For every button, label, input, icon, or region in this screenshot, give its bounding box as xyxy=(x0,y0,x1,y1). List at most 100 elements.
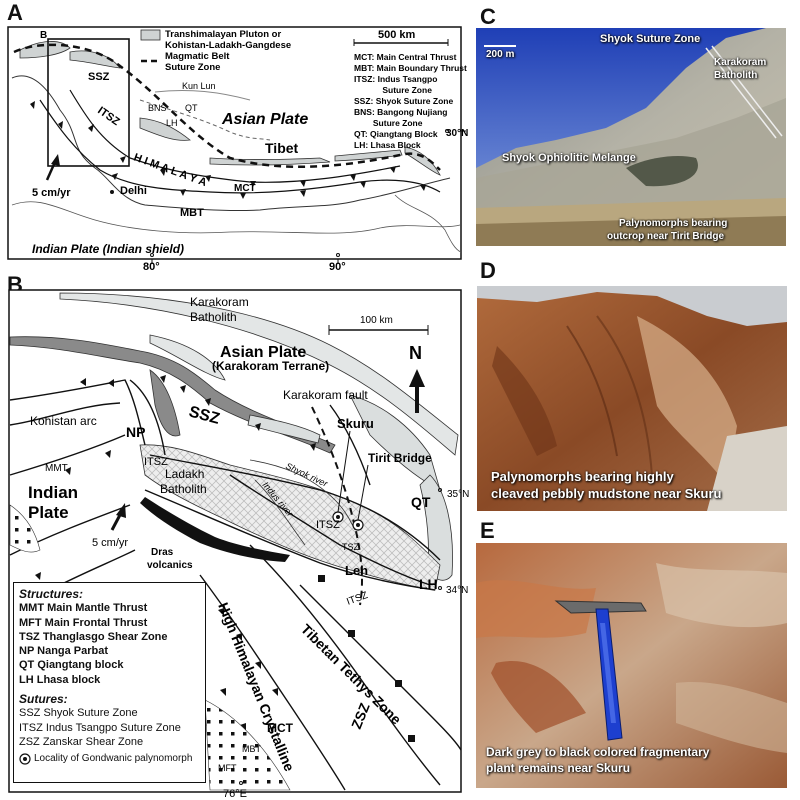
label-lh-b: LH xyxy=(419,576,438,592)
legend-suture-item: ZSZ Zanskar Shear Zone xyxy=(19,735,144,748)
label-dras-1: Dras xyxy=(151,547,174,558)
label-itsz-b: ITSZ xyxy=(144,456,168,468)
label-mft-b: MFT xyxy=(218,763,237,773)
abbrev-item: Suture Zone xyxy=(354,118,423,128)
hammer-icon xyxy=(554,600,647,741)
label-tsz: TSZ xyxy=(342,542,360,552)
velocity-arrow-b xyxy=(110,503,126,531)
label-indian-plate-a: Indian Plate (Indian shield) xyxy=(32,242,184,256)
label-ladakh-batholith-1: Ladakh xyxy=(165,467,204,481)
label-ssz-a: SSZ xyxy=(88,71,110,83)
label-kun-lun: Kun Lun xyxy=(182,81,216,91)
photo-e-caption-2: plant remains near Skuru xyxy=(486,761,631,775)
label-qt-b: QT xyxy=(411,494,431,510)
panel-letter-a: A xyxy=(7,0,23,25)
label-indian-plate-b-2: Plate xyxy=(28,503,69,522)
photo-d: Palynomorphs bearing highly cleaved pebb… xyxy=(477,286,787,511)
label-dras-2: volcanics xyxy=(147,560,193,571)
legend-suture-item: ITSZ Indus Tsangpo Suture Zone xyxy=(19,721,181,734)
dras-volcanics xyxy=(140,497,290,562)
panel-letter-e: E xyxy=(480,518,495,543)
abbrev-item: MCT: Main Central Thrust xyxy=(354,52,457,62)
karakoram-batholith-area xyxy=(59,292,459,456)
ladakh-batholith-area xyxy=(139,444,441,591)
abbrev-item: ITSZ: Indus Tsangpo xyxy=(354,74,437,84)
label-tibet: Tibet xyxy=(265,140,299,156)
coastline xyxy=(11,75,451,212)
label-mmt: MMT xyxy=(45,463,68,474)
label-velocity-a: 5 cm/yr xyxy=(32,187,71,199)
photo-d-caption-1: Palynomorphs bearing highly xyxy=(491,469,674,484)
legend-structure-item: MMT Main Mantle Thrust xyxy=(19,602,148,615)
indus-river xyxy=(254,479,306,546)
thrust-mbt xyxy=(39,99,441,194)
label-mbt-b: MBT xyxy=(242,744,262,754)
legend-suture-label: Suture Zone xyxy=(165,62,220,73)
delhi-dot xyxy=(110,190,114,194)
photo-e-scene xyxy=(476,543,787,788)
photo-c: 200 m Shyok Suture Zone Karakoram Bathol… xyxy=(476,28,786,246)
label-lh-a: LH xyxy=(166,118,178,128)
label-delhi: Delhi xyxy=(120,185,147,197)
abbrev-item: Suture Zone xyxy=(354,85,432,95)
label-lat-34: 34°N xyxy=(446,585,468,596)
panel-letter-d: D xyxy=(480,258,496,283)
photo-c-karakoram-batholith-2: Batholith xyxy=(714,70,758,81)
label-kohistan-arc: Kohistan arc xyxy=(30,414,97,428)
legend-belt-line-3: Magmatic Belt xyxy=(165,51,230,62)
label-bns: BNS xyxy=(148,103,167,113)
label-karakoram-batholith-2: Batholith xyxy=(190,310,237,324)
label-indian-plate-b-1: Indian xyxy=(28,483,78,502)
legend-structure-item: QT Qiangtang block xyxy=(19,659,124,672)
photo-c-shyok-suture-zone: Shyok Suture Zone xyxy=(600,33,701,45)
legend-locality-label: Locality of Gondwanic palynomorph xyxy=(34,753,193,765)
abbrev-item: QT: Qiangtang Block xyxy=(354,129,438,139)
photo-e-caption-1: Dark grey to black colored fragmentary xyxy=(486,745,710,759)
label-skuru: Skuru xyxy=(337,416,374,431)
photo-c-scale-label: 200 m xyxy=(486,49,515,60)
thrust-mct xyxy=(69,89,401,183)
abbrev-item: BNS: Bangong Nujiang xyxy=(354,107,448,117)
label-mct-a: MCT xyxy=(234,183,256,194)
legend-belt-line-2: Kohistan-Ladakh-Gangdese xyxy=(165,40,291,51)
label-mct-b: MCT xyxy=(267,721,294,735)
panel-letter-c: C xyxy=(480,4,496,29)
label-lon-76: 76°E xyxy=(223,788,247,800)
label-lon-80: 80° xyxy=(143,261,160,270)
legend-belt-line-1: Transhimalayan Pluton or xyxy=(165,29,281,40)
label-lon-90: 90° xyxy=(329,261,346,270)
legend-structure-item: LH Lhasa block xyxy=(19,673,101,686)
label-asian-plate-b: Asian Plate xyxy=(220,344,306,361)
label-mbt-a: MBT xyxy=(180,207,204,219)
scale-label-a: 500 km xyxy=(378,29,416,41)
legend-structure-item: MFT Main Frontal Thrust xyxy=(19,616,148,629)
legend-structure-item: TSZ Thanglasgo Shear Zone xyxy=(19,630,168,643)
photo-c-karakoram-batholith-1: Karakoram xyxy=(714,57,767,68)
dotted-area-west xyxy=(9,504,41,553)
map-a: Transhimalayan Pluton or Kohistan-Ladakh… xyxy=(7,26,468,270)
map-b-legend: Structures: MMT Main Mantle Thrust MFT M… xyxy=(13,582,206,783)
label-b-inset: B xyxy=(40,30,47,41)
abbrev-item: MBT: Main Boundary Thrust xyxy=(354,63,467,73)
label-asian-plate-a: Asian Plate xyxy=(221,111,308,128)
label-leh: Leh xyxy=(345,563,368,578)
label-north: N xyxy=(409,343,422,363)
label-ladakh-batholith-2: Batholith xyxy=(160,482,207,496)
label-np: NP xyxy=(126,424,145,440)
abbrev-item: SSZ: Shyok Suture Zone xyxy=(354,96,453,106)
abbrev-list: MCT: Main Central Thrust MBT: Main Bound… xyxy=(354,52,467,150)
legend-structures-head: Structures: xyxy=(19,587,84,601)
legend-structure-item: NP Nanga Parbat xyxy=(19,645,109,658)
label-karakoram-terrane: (Karakoram Terrane) xyxy=(212,359,329,373)
label-itsz-a: ITSZ xyxy=(95,105,122,129)
legend-sutures-head: Sutures: xyxy=(19,692,68,707)
locality-tirit-marker xyxy=(352,464,369,531)
label-tirit-bridge: Tirit Bridge xyxy=(368,451,432,465)
belt-swatch xyxy=(140,29,161,41)
photo-e: Dark grey to black colored fragmentary p… xyxy=(476,543,787,788)
shyok-river xyxy=(249,459,356,531)
velocity-arrow xyxy=(45,154,60,181)
suture-line-north xyxy=(13,43,441,171)
inset-box-b xyxy=(47,38,130,167)
dotted-area-south xyxy=(204,699,291,791)
